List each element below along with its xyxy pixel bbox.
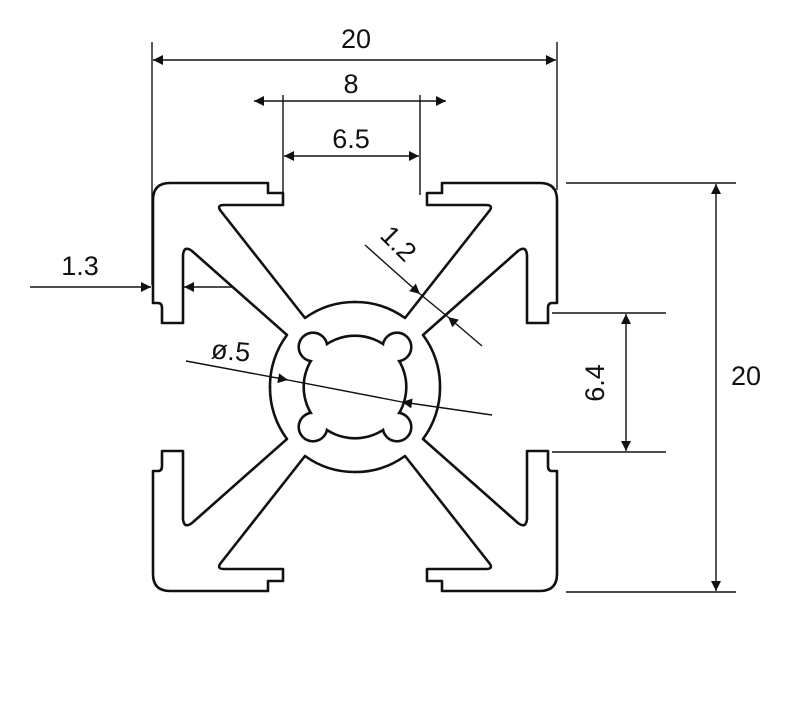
dimension-arm: 1.2: [364, 220, 483, 347]
height-label: 20: [731, 361, 761, 391]
dimension-slot-outer: 8: [254, 69, 446, 195]
dimension-bore: ø.5: [185, 334, 493, 416]
side-slot-label: 6.4: [580, 364, 610, 402]
bore-label: ø.5: [210, 334, 251, 367]
lip-label: 1.3: [61, 251, 99, 281]
profile-outline: [151, 181, 559, 593]
dimension-slot-inner: 6.5: [284, 124, 419, 161]
dimension-lip: 1.3: [30, 251, 232, 292]
width-label: 20: [341, 24, 371, 54]
dimension-width: 20: [151, 24, 558, 285]
dimension-height: 20: [566, 182, 761, 593]
dimension-side-slot: 6.4: [552, 312, 666, 453]
profile-quadrant: [151, 181, 357, 389]
slot-inner-label: 6.5: [332, 124, 370, 154]
slot-outer-label: 8: [343, 69, 358, 99]
